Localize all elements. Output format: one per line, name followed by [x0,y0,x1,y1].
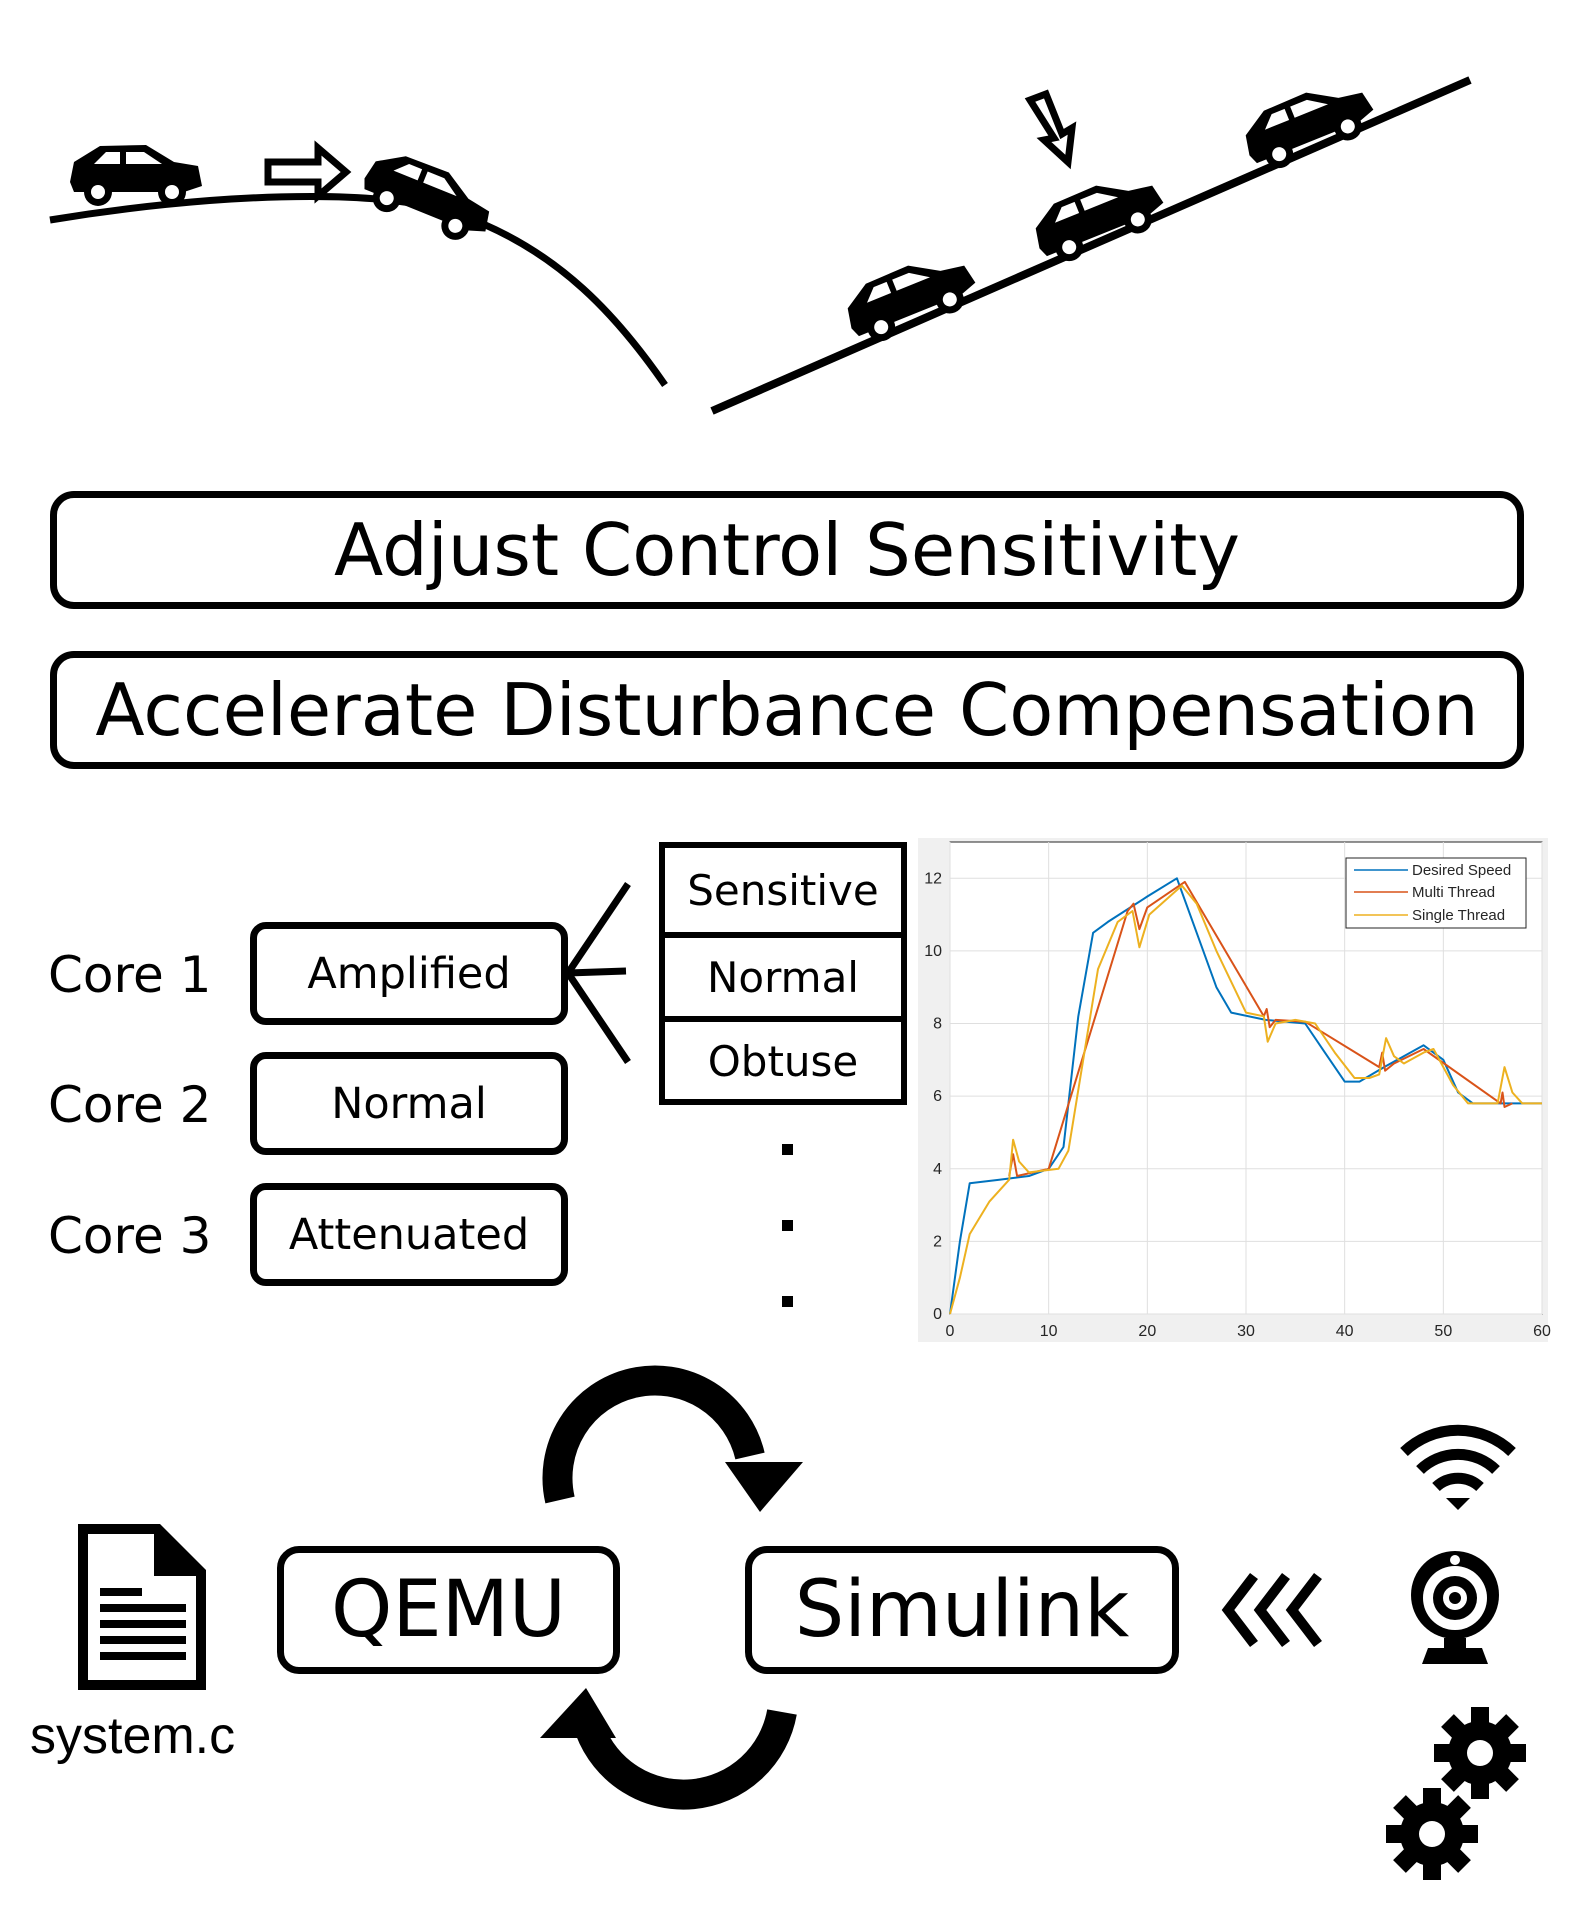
sensitivity-option: Sensitive [687,865,879,915]
y-tick-label: 2 [933,1233,942,1250]
cycle-arrows [540,1365,803,1810]
y-tick-label: 12 [924,870,942,887]
fan-out-connector [565,882,631,1064]
banner-label: Adjust Control Sensitivity [334,508,1240,592]
chart-series [949,877,1542,1315]
speed-chart: 0 10 20 30 40 50 60 0 2 4 6 8 10 12 Desired Speed Mul… [918,838,1551,1342]
road-scene [49,71,1472,415]
core-2-label: Core 2 [48,1076,212,1134]
car-icon [70,145,202,206]
hill-road [49,193,668,387]
qemu-box: QEMU [277,1546,620,1674]
gears-icon [1386,1707,1526,1880]
car-icon [355,144,501,251]
x-tick-label: 10 [1040,1323,1058,1340]
car-icon [1235,71,1381,178]
cycle-arrow-top-icon [542,1365,803,1512]
simulink-box: Simulink [745,1546,1179,1674]
mode-label: Amplified [307,948,511,999]
sensitivity-options: Sensitive Normal Obtuse [659,842,907,1105]
sensitivity-option: Normal [665,932,901,1016]
core-3-label: Core 3 [48,1207,212,1265]
x-tick-label: 20 [1138,1323,1156,1340]
ellipsis-dot [782,1296,793,1307]
webcam-icon [1411,1551,1499,1664]
car-icon [837,244,983,351]
x-tick-label: 0 [946,1323,955,1340]
ellipsis-dot [782,1220,793,1231]
triple-chevron-left-icon [1221,1572,1322,1648]
legend-label: Multi Thread [1412,884,1495,901]
banner-label: Accelerate Disturbance Compensation [95,668,1479,752]
y-tick-label: 6 [933,1088,942,1105]
disturbance-compensation-banner: Accelerate Disturbance Compensation [50,651,1524,769]
core-3-mode-box: Attenuated [250,1183,568,1286]
y-tick-label: 10 [924,943,942,960]
x-tick-label: 60 [1533,1323,1551,1340]
legend-label: Single Thread [1412,907,1505,924]
chart-ticks: 0 10 20 30 40 50 60 0 2 4 6 8 10 12 [924,870,1551,1340]
ellipsis-dot [782,1144,793,1155]
cycle-arrow-bottom-icon [540,1688,797,1810]
series-line-2 [949,884,1542,1315]
core-1-mode-box: Amplified [250,922,568,1025]
qemu-label: QEMU [330,1565,567,1655]
y-tick-label: 4 [933,1161,942,1178]
chart-legend: Desired Speed Multi Thread Single Thread [1345,857,1527,929]
legend-label: Desired Speed [1412,862,1511,879]
mode-label: Normal [331,1078,487,1129]
core-1-label: Core 1 [48,946,212,1004]
y-tick-label: 8 [933,1016,942,1033]
car-icon [1025,164,1171,271]
simulink-label: Simulink [794,1565,1130,1655]
y-tick-label: 0 [933,1306,942,1323]
mode-label: Attenuated [288,1209,530,1260]
sensitivity-option: Obtuse [665,1016,901,1100]
core-2-mode-box: Normal [250,1052,568,1155]
file-label: system.c [30,1707,236,1765]
right-arrow-icon [264,140,352,204]
x-tick-label: 40 [1336,1323,1354,1340]
wifi-icon [1400,1424,1516,1510]
series-line-1 [1008,880,1513,1177]
file-icon [78,1524,206,1690]
x-tick-label: 30 [1237,1323,1255,1340]
down-arrow-icon [1024,89,1077,170]
adjust-sensitivity-banner: Adjust Control Sensitivity [50,491,1524,609]
x-tick-label: 50 [1434,1323,1452,1340]
